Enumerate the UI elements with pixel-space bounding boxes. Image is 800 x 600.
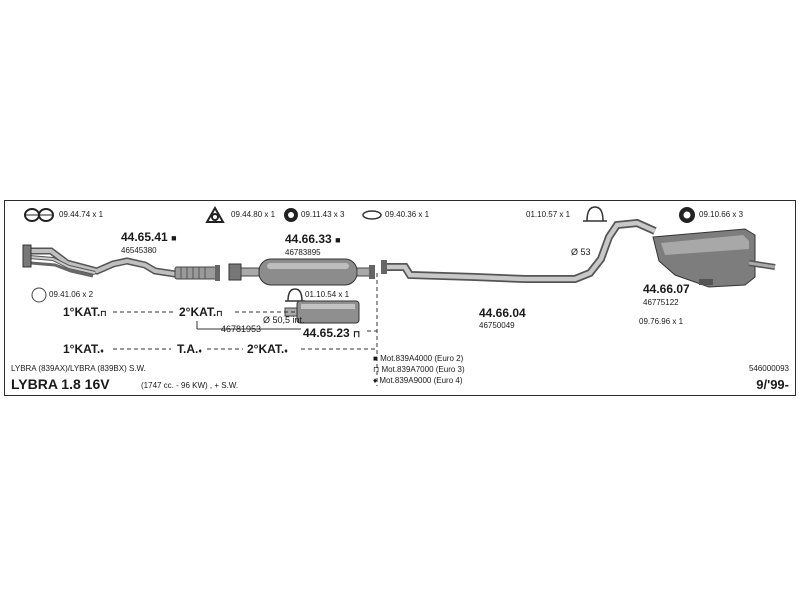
middle-pipe-oe: 46750049 [479, 321, 515, 330]
middle-pipe-number: 44.66.04 [479, 306, 526, 320]
mid-clamp-icon [285, 288, 305, 302]
reference-number: 546000093 [748, 364, 789, 373]
exhaust-system-panel: 09.44.74 x 1 09.44.80 x 1 09.11.43 x 3 0… [4, 200, 796, 396]
config-row2-ta: T.A.♦ [177, 342, 202, 356]
vehicle-models: LYBRA (839AX)/LYBRA (839BX) S.W. [11, 364, 146, 373]
legend-euro-3: ⊓ Mot.839A7000 (Euro 3) [373, 365, 465, 374]
gasket-ring-icon [24, 208, 54, 222]
vehicle-spec: (1747 cc. - 96 KW) , + S.W. [141, 381, 239, 390]
mid-clamp-label: 01.10.54 x 1 [305, 290, 350, 299]
catalyst-alt-oe: 46781953 [221, 324, 262, 334]
diameter-50-5-label: Ø 50,5 int. [263, 315, 305, 325]
legend-euro-4: ♦ Mot.839A9000 (Euro 4) [373, 376, 463, 385]
front-pipe-oe: 46545380 [121, 246, 157, 255]
gasket-triangle-label: 09.44.80 x 1 [231, 210, 276, 219]
rear-silencer-oe: 46775122 [643, 298, 679, 307]
catalyst-alt-number: 44.65.23 ⊓ [303, 326, 361, 340]
production-date: 9/'99- [756, 377, 789, 392]
config-lines [113, 273, 378, 386]
gasket-ring-label: 09.44.74 x 1 [59, 210, 104, 219]
exhaust-diagram-drawing [22, 205, 776, 386]
vehicle-name: LYBRA 1.8 16V [11, 376, 110, 392]
catalyst-drawing [228, 258, 375, 286]
catalyst-number: 44.66.33 ■ [285, 232, 341, 246]
middle-pipe-drawing [381, 218, 657, 283]
diameter-53-label: Ø 53 [571, 247, 591, 257]
front-pipe-number: 44.65.41 ■ [121, 230, 177, 244]
rear-silencer-drawing [652, 228, 776, 288]
rubber-mount-label: 09.10.66 x 3 [699, 210, 744, 219]
config-row1-kat2: 2°KAT.⊓ [179, 305, 223, 319]
rubber-ring-label: 09.11.43 x 3 [301, 210, 345, 219]
legend-euro-2: ■ Mot.839A4000 (Euro 2) [373, 354, 464, 363]
rubber-mount-icon [679, 207, 695, 223]
clamp-label: 01.10.57 x 1 [526, 210, 571, 219]
config-row2-kat2: 2°KAT.♦ [247, 342, 288, 356]
rubber-ring-icon [284, 208, 298, 222]
gasket-triangle-icon [205, 205, 225, 223]
small-ring-icon [31, 287, 47, 303]
config-row2-kat1: 1°KAT.♦ [63, 342, 104, 356]
clamp-icon [583, 206, 607, 222]
config-row1-kat1: 1°KAT.⊓ [63, 305, 107, 319]
oval-ring-icon [362, 210, 382, 220]
rear-silencer-number: 44.66.07 [643, 282, 690, 296]
tail-bracket-label: 09.76.96 x 1 [639, 317, 684, 326]
front-pipe-drawing [22, 244, 220, 281]
small-ring-label: 09.41.06 x 2 [49, 290, 94, 299]
catalyst-oe: 46783895 [285, 248, 321, 257]
oval-ring-label: 09.40.36 x 1 [385, 210, 430, 219]
